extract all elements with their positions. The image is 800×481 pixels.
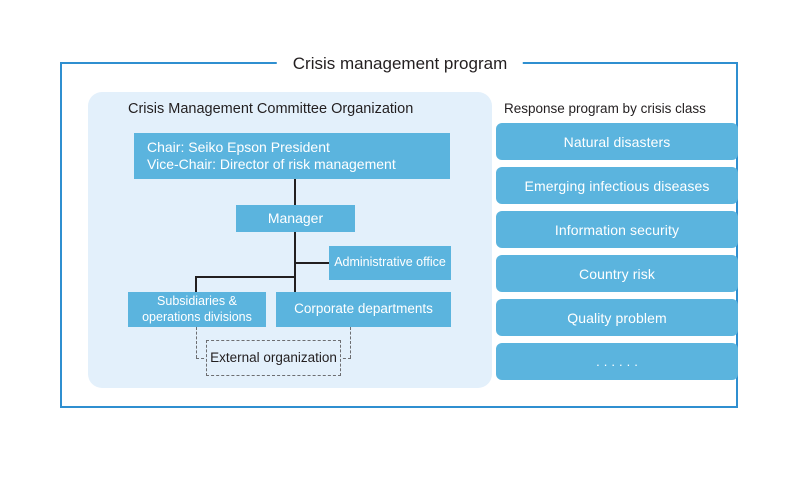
node-administrative-office: Administrative office xyxy=(329,246,451,280)
response-item-quality-problem: Quality problem xyxy=(496,299,738,336)
connector-trunk-to-subsidiaries-vertical xyxy=(195,276,197,293)
response-program-list: Natural disasters Emerging infectious di… xyxy=(496,123,738,387)
response-panel-title: Response program by crisis class xyxy=(504,101,706,116)
node-corporate-departments: Corporate departments xyxy=(276,292,451,327)
connector-trunk-to-subsidiaries-horizontal xyxy=(195,276,295,278)
org-chart-panel-title: Crisis Management Committee Organization xyxy=(128,101,414,117)
dashed-connector-subsidiaries-down xyxy=(196,327,197,358)
connector-chair-to-manager xyxy=(294,179,296,205)
connector-trunk-to-administrative-office xyxy=(294,262,331,264)
node-manager: Manager xyxy=(236,205,355,232)
response-item-information-security: Information security xyxy=(496,211,738,248)
node-chair-line1: Chair: Seiko Epson President xyxy=(147,138,330,155)
response-item-ellipsis: ...... xyxy=(496,343,738,380)
response-item-emerging-infectious-diseases: Emerging infectious diseases xyxy=(496,167,738,204)
node-chair: Chair: Seiko Epson President Vice-Chair:… xyxy=(134,133,450,179)
dashed-connector-corporate-down xyxy=(350,327,351,358)
node-chair-line2: Vice-Chair: Director of risk management xyxy=(147,156,396,172)
response-item-country-risk: Country risk xyxy=(496,255,738,292)
figure-title: Crisis management program xyxy=(276,54,524,74)
node-subsidiaries-operations-divisions: Subsidiaries & operations divisions xyxy=(128,292,266,327)
response-item-natural-disasters: Natural disasters xyxy=(496,123,738,160)
node-external-organization: External organization xyxy=(206,340,341,376)
